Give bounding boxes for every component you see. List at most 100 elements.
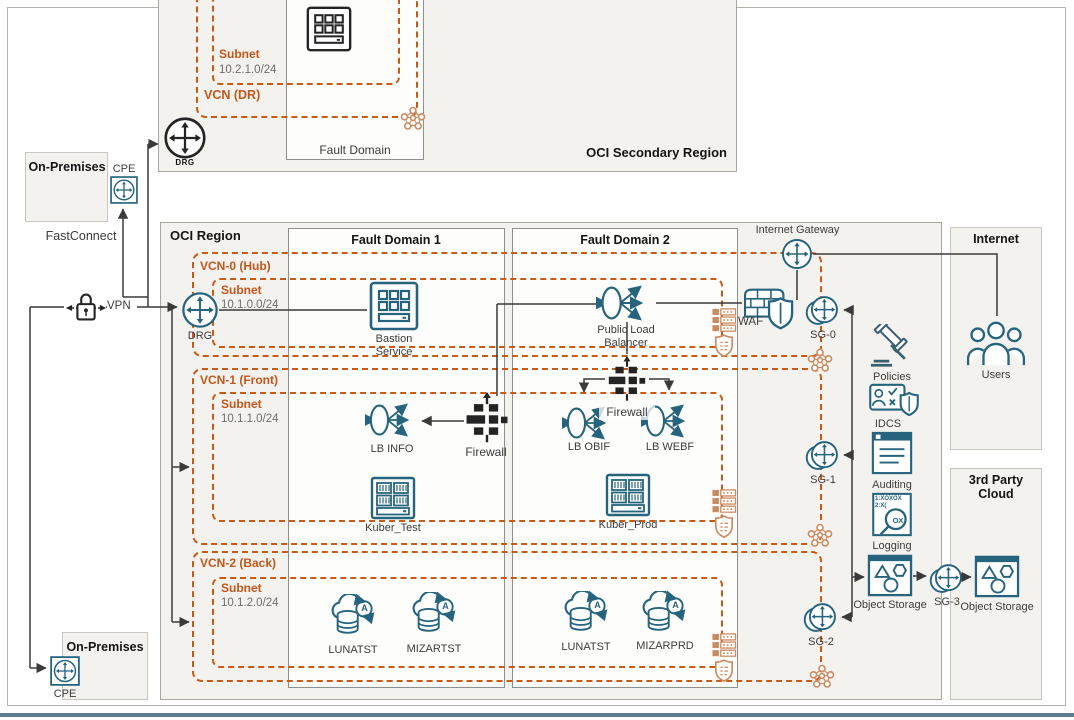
firewall-icon-fd1	[464, 392, 510, 446]
adb-mizarprd-icon	[638, 591, 688, 637]
subnet-dr-cidr: 10.2.1.0/24	[219, 64, 277, 76]
route-table-icon-subnet2	[711, 633, 737, 657]
oci-secondary-region-box	[158, 0, 737, 172]
vcn0-label: VCN-0 (Hub)	[200, 259, 271, 273]
fault-domain-dr-label: Fault Domain	[319, 143, 391, 157]
public-load-balancer-icon	[596, 279, 656, 327]
logging-text-line1: 1:XOXOX	[875, 496, 902, 502]
subnet2-box	[212, 577, 723, 668]
subnet1-box	[212, 392, 723, 522]
object-storage-icon-oci	[867, 553, 913, 597]
mizarprd-label: MIZARPRD	[636, 640, 694, 652]
vcn-dr-label: VCN (DR)	[204, 88, 261, 102]
idcs-icon	[868, 382, 920, 420]
kuber-test-label: Kuber_Test	[365, 522, 421, 534]
vcn2-label: VCN-2 (Back)	[200, 556, 277, 570]
on-premises-top-box	[25, 152, 108, 222]
subnet-dr-label: Subnet	[219, 47, 260, 61]
security-list-icon-subnet0	[714, 334, 734, 358]
auditing-label: Auditing	[872, 479, 912, 491]
vcn-dr-box	[196, 0, 418, 118]
firewall-fd1-label: Firewall	[465, 445, 507, 459]
fault-domain-1-box	[288, 228, 505, 688]
subnet1-cidr: 10.1.1.0/24	[221, 413, 279, 425]
policies-icon	[869, 324, 915, 368]
oci-region-title: OCI Region	[170, 228, 241, 243]
users-icon	[965, 318, 1027, 368]
sg3-icon	[929, 561, 967, 596]
sg1-icon	[805, 438, 843, 473]
internet-title: Internet	[973, 232, 1019, 246]
vpn-lock-icon	[64, 287, 108, 327]
cpe-icon-bottom	[50, 656, 80, 686]
fastconnect-label: FastConnect	[45, 229, 117, 243]
adb-letter-lunatst-fd1: A	[361, 603, 368, 613]
internet-gateway-icon	[781, 238, 813, 270]
cpe-icon-top	[110, 176, 138, 204]
lunatst-fd2-label: LUNATST	[561, 641, 611, 653]
logging-text-line2: 2:X(	[875, 503, 887, 509]
nsg-icon-vcn2	[808, 662, 836, 690]
subnet-dr-box	[212, 0, 400, 85]
lb-obif-label: LB OBIF	[567, 441, 611, 453]
adb-lunatst-fd2-icon	[560, 591, 610, 637]
cpe-top-label: CPE	[112, 163, 136, 175]
route-table-icon-subnet1	[711, 489, 737, 513]
bottom-edge-bar	[0, 713, 1074, 717]
idcs-label: IDCS	[874, 418, 902, 430]
logging-lens-text: OX	[892, 516, 904, 525]
drg-secondary-label: DRG	[175, 158, 195, 167]
public-lb-label: Public Load Balancer	[597, 324, 655, 349]
waf-label: WAF	[738, 316, 764, 328]
lunatst-fd1-label: LUNATST	[328, 644, 378, 656]
subnet2-cidr: 10.1.2.0/24	[221, 597, 279, 609]
adb-lunatst-fd1-icon	[327, 594, 377, 640]
nsg-icon-vcn1	[806, 521, 834, 549]
adb-letter-mizarprd: A	[672, 600, 679, 610]
fault-domain-1-label: Fault Domain 1	[351, 233, 441, 247]
on-premises-bottom-label: On-Premises	[66, 640, 144, 654]
object-storage-icon-3rdparty	[974, 554, 1020, 598]
fault-domain-2-label: Fault Domain 2	[580, 233, 670, 247]
sg2-label: SG-2	[808, 636, 834, 648]
mizartst-label: MIZARTST	[406, 643, 462, 655]
lb-webf-icon	[641, 397, 697, 445]
lb-info-icon	[365, 396, 421, 444]
third-party-cloud-title: 3rd Party Cloud	[968, 473, 1024, 502]
nsg-icon-dr	[399, 104, 427, 132]
kuber-test-icon	[370, 476, 416, 520]
firewall-fd2-label: Firewall	[599, 405, 655, 420]
sg3-label: SG-3	[934, 596, 960, 608]
drg-icon-secondary	[163, 116, 207, 160]
vcn1-label: VCN-1 (Front)	[200, 373, 278, 387]
subnet0-label: Subnet	[221, 283, 262, 297]
subnet0-cidr: 10.1.0.0/24	[221, 299, 279, 311]
adb-letter-mizartst: A	[442, 601, 449, 611]
sg0-label: SG-0	[810, 329, 836, 341]
adb-mizartst-icon	[408, 592, 458, 638]
lb-webf-label: LB WEBF	[645, 441, 695, 453]
bastion-service-icon	[369, 281, 419, 331]
bastion-icon-dr	[306, 6, 352, 52]
cpe-bottom-label: CPE	[53, 688, 77, 700]
sg2-icon	[803, 600, 841, 635]
kuber-prod-label: Kuber_Prod	[598, 519, 658, 531]
subnet2-label: Subnet	[221, 581, 262, 595]
route-table-icon-subnet0	[711, 308, 737, 332]
kuber-prod-icon	[605, 473, 651, 517]
lb-info-label: LB INFO	[370, 443, 414, 455]
vpn-label: VPN	[107, 300, 137, 314]
object-storage-oci-label: Object Storage	[853, 599, 927, 611]
auditing-icon	[870, 431, 914, 475]
drg-icon-primary	[181, 291, 219, 329]
sg1-label: SG-1	[810, 474, 836, 486]
logging-label: Logging	[872, 540, 912, 552]
users-label: Users	[981, 369, 1011, 381]
adb-letter-lunatst-fd2: A	[594, 600, 601, 610]
oci-secondary-region-title: OCI Secondary Region	[586, 145, 727, 160]
security-list-icon-subnet2	[714, 659, 734, 683]
on-premises-top-label: On-Premises	[28, 160, 106, 174]
object-storage-3rdparty-label: Object Storage	[960, 601, 1034, 613]
